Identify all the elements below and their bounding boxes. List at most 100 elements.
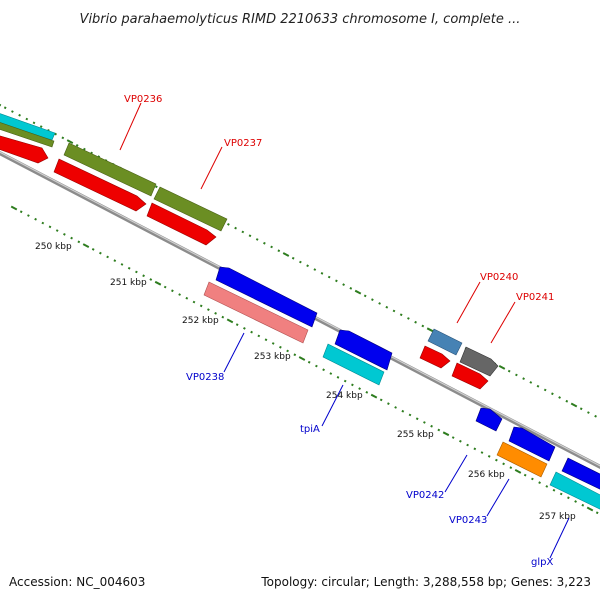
tick-mark-lower-minor <box>423 421 426 424</box>
tick-mark-lower-minor <box>264 338 268 342</box>
tick-mark-lower-minor <box>271 342 275 345</box>
gene-feature-VP0241-strand[interactable] <box>451 362 489 390</box>
gene-label-VP0236[interactable]: VP0236 <box>124 94 162 105</box>
tick-mark-lower-minor <box>27 214 30 217</box>
gene-feature-tpiA-upper[interactable] <box>334 329 393 371</box>
gene-feature-unlabeled-olive[interactable] <box>0 119 55 148</box>
tick-mark-lower-major <box>442 431 450 437</box>
tick-row-lower <box>10 205 599 515</box>
tick-mark-upper-minor <box>3 106 7 110</box>
tick-mark-upper-minor <box>342 283 345 286</box>
tick-mark-lower-minor <box>466 443 469 447</box>
gene-feature-VP0238-upper[interactable] <box>215 266 318 328</box>
tick-mark-lower-minor <box>19 210 23 214</box>
gene-label-VP0243[interactable]: VP0243 <box>449 515 487 526</box>
gene-feature-VP0242-downstream[interactable] <box>508 426 556 462</box>
gene-feature-glpX[interactable] <box>549 471 600 514</box>
gene-label-VP0238[interactable]: VP0238 <box>186 372 224 383</box>
gene-feature-glpX-upper[interactable] <box>561 457 600 494</box>
leader-VP0236 <box>119 102 142 151</box>
gene-label-VP0241[interactable]: VP0241 <box>516 292 554 303</box>
gene-label-VP0240[interactable]: VP0240 <box>480 272 518 283</box>
gene-feature-VP0236[interactable] <box>63 142 157 197</box>
tick-mark-upper-major <box>354 289 362 295</box>
leader-glpX <box>549 517 570 559</box>
tick-mark-upper-minor <box>306 264 309 268</box>
gene-feature-tpiA[interactable] <box>322 343 385 386</box>
tick-mark-lower-minor <box>214 312 217 315</box>
gene-feature-VP0236-strand[interactable] <box>53 158 147 212</box>
tick-mark-lower-minor <box>459 439 462 443</box>
tick-mark-lower-minor <box>574 500 577 503</box>
tick-mark-lower-minor <box>199 304 203 308</box>
tick-mark-upper-minor <box>579 407 583 411</box>
tick-mark-lower-minor <box>113 259 117 262</box>
tick-mark-upper-minor <box>83 147 86 151</box>
tick-mark-lower-major <box>370 393 378 399</box>
tick-mark-upper-minor <box>155 185 158 189</box>
tick-mark-lower-minor <box>135 270 138 274</box>
gene-feature-VP0237[interactable] <box>153 186 228 232</box>
tick-mark-lower-minor <box>322 368 325 372</box>
tick-mark-lower-minor <box>149 278 153 281</box>
gene-feature-VP0237-strand[interactable] <box>146 202 217 246</box>
tick-mark-lower-minor <box>279 345 282 349</box>
tick-mark-lower-minor <box>243 327 246 330</box>
gene-label-VP0237[interactable]: VP0237 <box>224 138 262 149</box>
tick-mark-lower-minor <box>127 266 131 270</box>
tick-mark-lower-minor <box>545 485 549 488</box>
gene-label-tpiA[interactable]: tpiA <box>300 424 320 435</box>
tick-mark-upper-minor <box>565 399 569 403</box>
tick-mark-lower-minor <box>235 323 239 326</box>
tick-mark-upper-minor <box>263 241 266 245</box>
tick-mark-lower-minor <box>221 315 225 319</box>
tick-mark-upper-major <box>0 103 2 107</box>
tick-mark-lower-major <box>82 243 90 248</box>
leader-tpiA <box>321 384 344 427</box>
tick-mark-lower-minor <box>473 447 477 451</box>
map-title: Vibrio parahaemolyticus RIMD 2210633 chr… <box>80 12 521 27</box>
tick-mark-upper-major <box>426 327 434 333</box>
gene-feature-VP0240[interactable] <box>427 328 463 356</box>
gene-feature-unlabeled-red[interactable] <box>0 133 49 164</box>
tick-mark-upper-minor <box>291 256 295 260</box>
tick-label-257kbp: 257 kbp <box>539 512 576 522</box>
tick-mark-lower-minor <box>451 436 455 439</box>
tick-mark-upper-minor <box>543 388 547 392</box>
tick-mark-upper-minor <box>18 113 21 117</box>
tick-mark-upper-minor <box>39 125 43 128</box>
gene-feature-VP0242[interactable] <box>475 407 503 432</box>
gene-feature-VP0241[interactable] <box>459 346 499 377</box>
tick-label-255kbp: 255 kbp <box>397 430 434 440</box>
tick-mark-upper-minor <box>90 151 93 155</box>
tick-mark-lower-minor <box>106 255 109 259</box>
tick-mark-upper-minor <box>327 275 331 279</box>
gene-label-VP0242[interactable]: VP0242 <box>406 490 444 501</box>
tick-mark-upper-minor <box>414 320 417 324</box>
tick-mark-lower-minor <box>502 462 505 466</box>
tick-mark-lower-minor <box>351 383 354 387</box>
tick-mark-lower-minor <box>523 473 527 477</box>
tick-mark-upper-minor <box>320 272 324 275</box>
tick-mark-lower-minor <box>307 360 311 364</box>
gene-feature-VP0243[interactable] <box>496 441 548 478</box>
gene-label-glpX[interactable]: glpX <box>531 557 553 568</box>
gene-feature-VP0238[interactable] <box>203 281 309 344</box>
tick-mark-upper-minor <box>558 396 561 399</box>
leader-VP0240 <box>456 281 481 324</box>
tick-mark-lower-minor <box>120 263 124 266</box>
tick-mark-lower-minor <box>99 251 102 255</box>
tick-mark-upper-minor <box>97 155 101 158</box>
tick-mark-lower-minor <box>34 217 37 221</box>
tick-mark-upper-minor <box>335 279 338 283</box>
tick-mark-lower-minor <box>538 481 541 484</box>
tick-mark-lower-major <box>514 469 522 474</box>
tick-mark-upper-minor <box>299 260 302 264</box>
tick-mark-lower-minor <box>509 466 513 469</box>
tick-label-256kbp: 256 kbp <box>468 470 505 480</box>
gene-feature-VP0240-strand[interactable] <box>419 345 451 369</box>
tick-mark-lower-major <box>226 318 234 324</box>
leader-VP0241 <box>490 301 516 344</box>
tick-label-251kbp: 251 kbp <box>110 278 147 288</box>
tick-mark-upper-minor <box>277 249 281 253</box>
